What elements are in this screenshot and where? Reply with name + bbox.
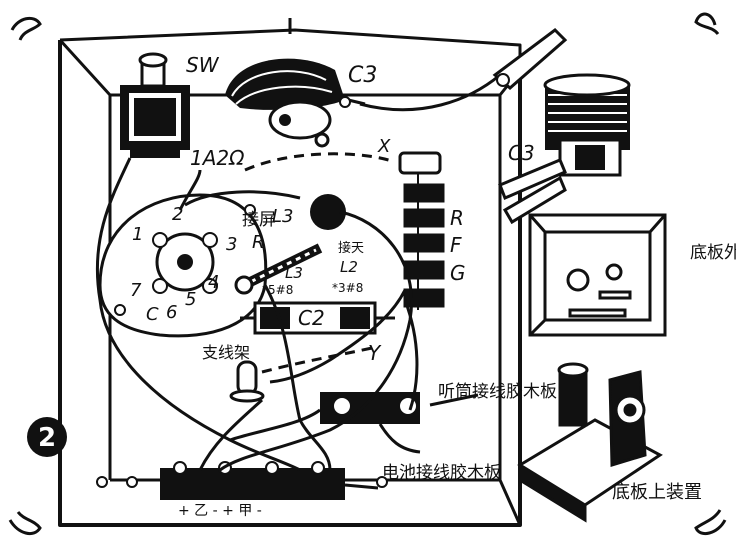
corner-ornaments — [8, 12, 727, 536]
resistor-label: 1A2Ω — [190, 146, 245, 170]
g-label: G — [450, 261, 466, 285]
y-label: Y — [368, 341, 382, 365]
alligator-clip-top — [492, 28, 568, 90]
sw-label: SW — [186, 53, 220, 77]
chassis-open-label: 底板外引 — [690, 243, 736, 263]
battery-board-label: 电池接线胶木板 — [382, 463, 501, 483]
inductor-coils — [234, 194, 346, 295]
tube-socket — [98, 193, 268, 338]
wire-c3-clip — [359, 73, 501, 112]
c2-label: C2 — [298, 306, 325, 330]
wiring — [95, 157, 479, 490]
battery-polarity-label: + 乙 - + 甲 - — [178, 503, 262, 519]
pin-3-label: 3 — [226, 234, 237, 255]
pin-5-label: 5 — [185, 289, 196, 310]
dashed-wire-x — [244, 152, 396, 172]
pin-6-label: 6 — [166, 302, 177, 323]
variable-capacitor-c3 — [225, 58, 366, 148]
support-label: 支线架 — [202, 343, 250, 362]
l2-label: L2 — [340, 258, 358, 276]
chassis-mounted-inset — [517, 362, 663, 523]
c3-side-label: C3 — [508, 141, 535, 165]
figure-number-badge: 2 — [27, 417, 67, 457]
c3-top-label: C3 — [348, 63, 377, 88]
figure-number: 2 — [38, 423, 56, 453]
r-label: R — [450, 206, 464, 230]
r-mid-label: R — [252, 232, 265, 253]
chassis-outside-inset — [528, 213, 667, 337]
pin-1-label: 1 — [132, 224, 143, 245]
l3-top-label: L3 — [272, 206, 293, 227]
pin-2-label: 2 — [172, 204, 183, 225]
l2-note-label: *3#8 — [332, 281, 363, 295]
chassis-mount-label: 底板上装置 — [612, 482, 702, 503]
phone-terminal-board — [320, 392, 420, 424]
pin-4-label: 4 — [208, 272, 219, 293]
switch-sw — [120, 52, 190, 158]
x-label: X — [377, 136, 391, 157]
jie-tian-label: 接天 — [338, 240, 364, 256]
coil-assembly — [543, 73, 631, 177]
c-left-label: C — [146, 304, 159, 325]
wire-support — [229, 360, 265, 403]
f-label: F — [450, 233, 462, 257]
l3-mid-label: L3 — [285, 264, 303, 282]
pin-7-label: 7 — [130, 280, 142, 301]
dashed-wire-y — [261, 346, 373, 374]
resistor-lead — [178, 169, 202, 211]
jie-ping-label: 接屏 — [242, 210, 276, 230]
terminal-strip — [398, 151, 445, 310]
battery-terminal-board — [96, 461, 388, 500]
alligator-clip-side — [498, 158, 567, 225]
